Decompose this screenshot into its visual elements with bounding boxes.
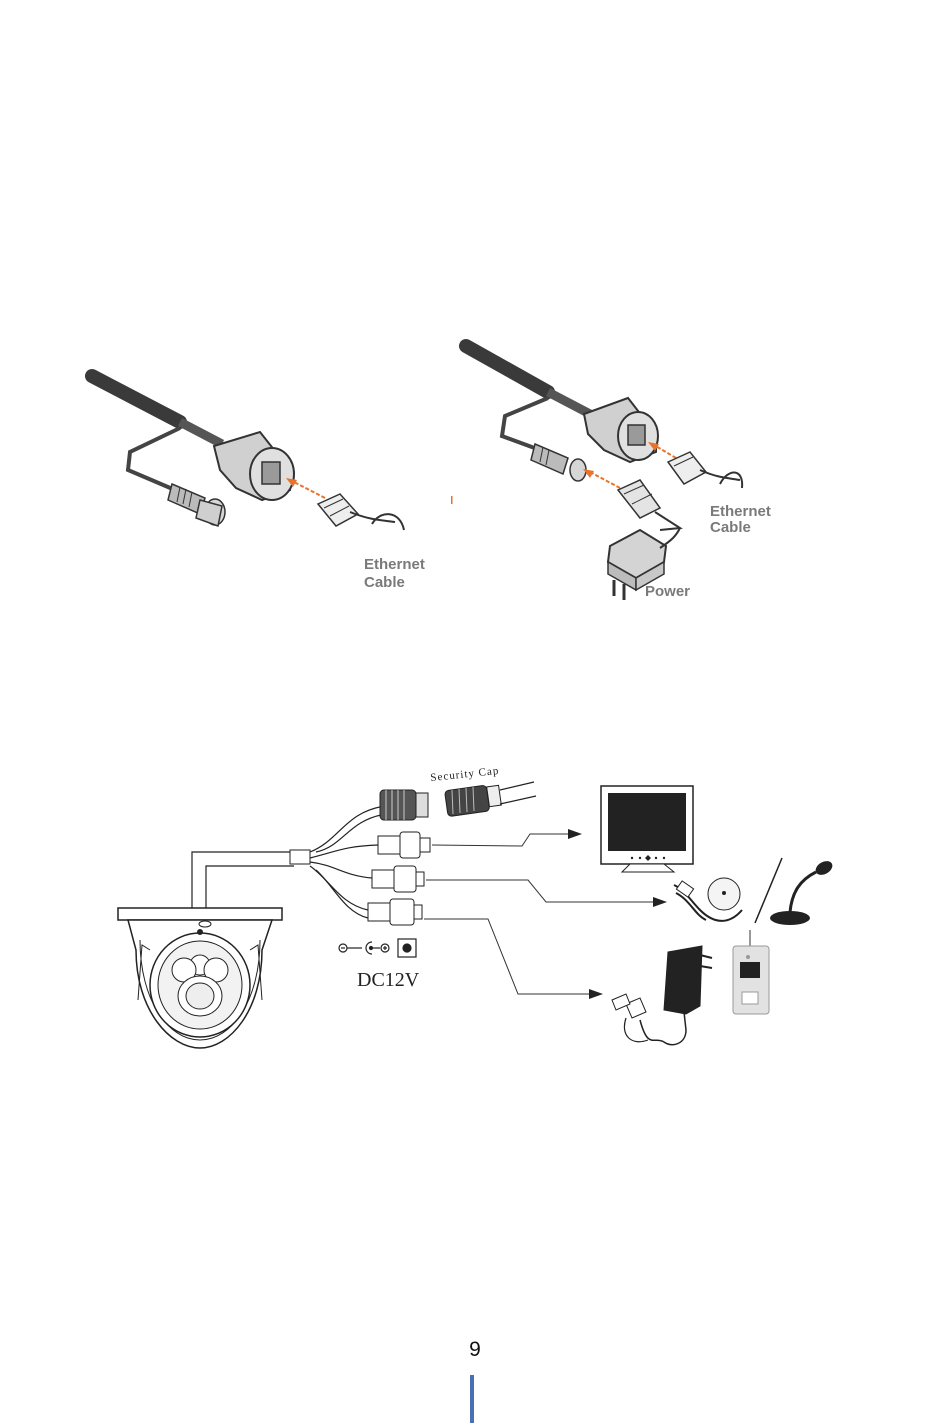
page-rule — [470, 1375, 474, 1423]
network-connector — [380, 790, 428, 820]
cable-branches — [310, 806, 386, 918]
dc-jack-connector-right — [531, 444, 586, 481]
power-connector — [368, 899, 422, 925]
right-connection-diagram: Ethernet Cable Power — [466, 346, 775, 600]
wall-outlet — [733, 930, 769, 1014]
security-cap-label: Security Cap — [430, 765, 500, 784]
right-ethernet-label: Ethernet Cable — [710, 503, 775, 536]
monitor — [601, 786, 693, 872]
microphone — [770, 858, 835, 925]
left-connection-diagram: Ethernet Cable — [92, 376, 429, 591]
ethernet-plug — [318, 494, 404, 530]
top-cable-diagram: Ethernet Cable — [0, 0, 950, 620]
separator-slash — [755, 858, 782, 923]
video-connector — [378, 832, 430, 858]
left-ethernet-label: Ethernet Cable — [364, 556, 429, 591]
dc-polarity-symbol — [339, 939, 416, 957]
power-adapter-bottom — [612, 946, 712, 1045]
security-cap — [445, 782, 536, 817]
dome-camera — [118, 908, 282, 1048]
rj45-socket — [214, 432, 294, 500]
audio-pickup-device — [674, 878, 742, 921]
page-number: 9 — [0, 1338, 950, 1362]
power-label: Power — [645, 583, 690, 600]
dc-label: DC12V — [357, 969, 420, 991]
power-plug-connector — [618, 480, 680, 530]
rj45-socket-right — [584, 398, 658, 462]
mark — [451, 496, 453, 504]
dc-jack-connector — [168, 484, 225, 526]
audio-connector — [372, 866, 424, 892]
connection-lines — [424, 834, 656, 994]
ethernet-plug-right — [668, 452, 742, 488]
